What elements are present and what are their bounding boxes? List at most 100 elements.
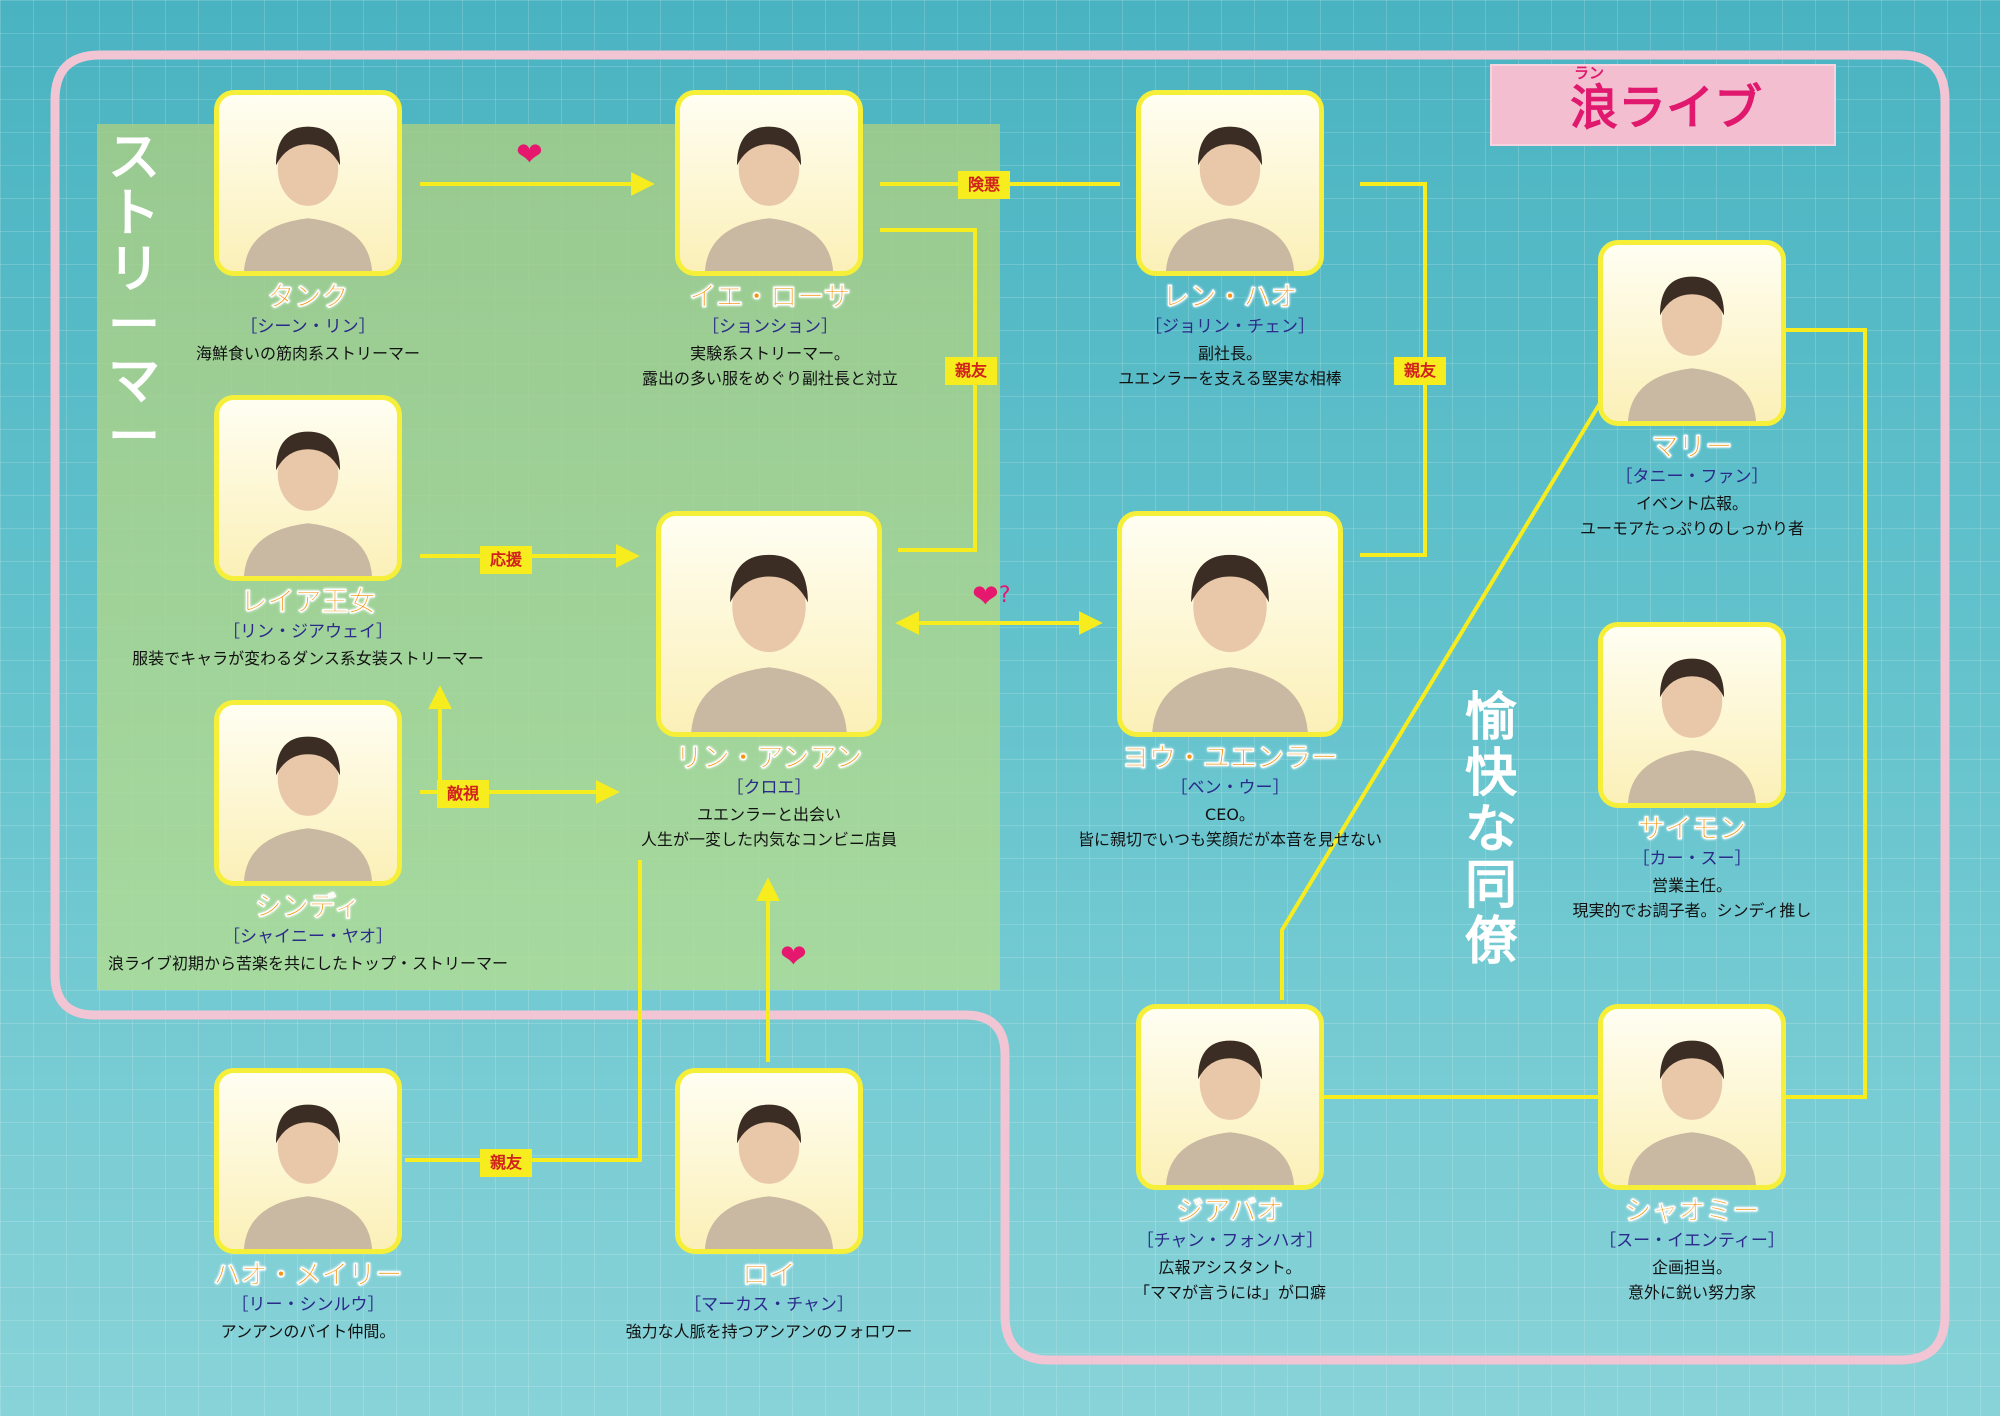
- character-name: タンク: [267, 282, 349, 314]
- photo-leia: [214, 395, 402, 581]
- photo-haomeili: [214, 1068, 402, 1254]
- relation-tekishi: 敵視: [437, 780, 490, 808]
- photo-mary: [1598, 240, 1786, 426]
- character-description: CEO。: [1205, 805, 1255, 824]
- character-description: 服装でキャラが変わるダンス系女装ストリーマー: [132, 649, 484, 668]
- portrait-silhouette: [1627, 276, 1757, 421]
- photo-renhao: [1136, 90, 1324, 276]
- character-description: 海鮮食いの筋肉系ストリーマー: [195, 344, 421, 363]
- actor-name: ［タニー・ファン］: [1615, 467, 1769, 487]
- photo-jiabao: [1136, 1004, 1324, 1190]
- portrait-silhouette: [1165, 126, 1295, 271]
- company-frame: [50, 50, 1950, 1365]
- character-name: ハオ・メイリー: [213, 1260, 403, 1292]
- character-description: ユーモアたっぷりのしっかり者: [1579, 519, 1805, 538]
- portrait-silhouette: [243, 126, 373, 271]
- character-yerosa: イエ・ローサ ［ションション］ 実験系ストリーマー。露出の多い服をめぐり副社長と対立: [642, 282, 898, 391]
- character-name: シャオミー: [1624, 1196, 1760, 1228]
- character-name: ジアバオ: [1176, 1196, 1284, 1228]
- character-description: 浪ライブ初期から苦楽を共にしたトップ・ストリーマー: [107, 954, 509, 973]
- character-cindy: シンディ ［シャイニー・ヤオ］ 浪ライブ初期から苦楽を共にしたトップ・ストリーマー: [108, 892, 508, 976]
- character-name: ヨウ・ユエンラー: [1121, 743, 1339, 775]
- character-description: 皆に親切でいつも笑顔だが本音を見せない: [1077, 830, 1383, 849]
- actor-name: ［チャン・フォンハオ］: [1136, 1231, 1324, 1251]
- group-title-char: な: [1464, 800, 1517, 860]
- portrait-silhouette: [243, 1104, 373, 1249]
- character-description: 「ママが言うには」が口癖: [1133, 1283, 1327, 1302]
- relation-ouen: 応援: [480, 546, 533, 574]
- actor-name: ［ションション］: [701, 317, 838, 337]
- group-title-char: 快: [1464, 744, 1517, 804]
- character-description: 企画担当。: [1651, 1258, 1732, 1277]
- portrait-silhouette: [1152, 554, 1308, 732]
- character-description: ユエンラーを支える堅実な相棒: [1118, 369, 1342, 388]
- character-description: イベント広報。: [1635, 494, 1749, 513]
- colleagues-group-title: 愉快な同僚: [1462, 690, 1520, 970]
- character-description: 広報アシスタント。: [1158, 1258, 1302, 1277]
- photo-cindy: [214, 700, 402, 886]
- photo-simon: [1598, 622, 1786, 808]
- group-title-char: ス: [107, 128, 160, 188]
- character-name: レン・ハオ: [1162, 282, 1298, 314]
- actor-name: ［マーカス・チャン］: [684, 1295, 854, 1315]
- character-haomeili: ハオ・メイリー ［リー・シンルウ］ アンアンのバイト仲間。: [213, 1260, 403, 1344]
- portrait-silhouette: [1627, 1040, 1757, 1185]
- photo-tank: [214, 90, 402, 276]
- character-description: アンアンのバイト仲間。: [220, 1322, 396, 1341]
- group-title-char: 愉: [1464, 688, 1517, 748]
- character-description: 副社長。: [1197, 344, 1262, 363]
- group-title-char: ー: [107, 408, 160, 468]
- photo-xiaomi: [1598, 1004, 1786, 1190]
- character-description: 実験系ストリーマー。: [690, 344, 850, 363]
- character-simon: サイモン［カー・スー］営業主任。現実的でお調子者。シンディ推し: [1573, 814, 1812, 923]
- company-name: 浪ライブ: [1570, 80, 1763, 136]
- character-description: 露出の多い服をめぐり副社長と対立: [641, 369, 899, 388]
- company-ruby: ラン: [1574, 64, 1605, 82]
- heart-icon: ❤: [516, 135, 543, 173]
- character-renhao: レン・ハオ ［ジョリン・チェン］ 副社長。ユエンラーを支える堅実な相棒: [1118, 282, 1342, 391]
- portrait-silhouette: [704, 126, 834, 271]
- actor-name: ［リン・ジアウェイ］: [223, 622, 393, 642]
- character-description: 人生が一変した内気なコンビニ店員: [640, 830, 898, 849]
- character-linanan: リン・アンアン ［クロエ］ ユエンラーと出会い人生が一変した内気なコンビニ店員: [641, 743, 897, 852]
- character-description: 意外に鋭い努力家: [1627, 1283, 1756, 1302]
- photo-linanan: [656, 511, 882, 737]
- character-yuyuenle: ヨウ・ユエンラー ［ベン・ウー］ CEO。皆に親切でいつも笑顔だが本音を見せない: [1078, 743, 1382, 852]
- character-description: 現実的でお調子者。シンディ推し: [1572, 901, 1812, 920]
- heart-question-icon: ❤?: [972, 577, 1011, 615]
- actor-name: ［シャイニー・ヤオ］: [222, 927, 393, 947]
- portrait-silhouette: [243, 736, 373, 881]
- character-name: イエ・ローサ: [689, 282, 851, 314]
- portrait-silhouette: [691, 554, 847, 732]
- photo-yuyuenle: [1117, 511, 1343, 737]
- character-name: ロイ: [741, 1260, 796, 1292]
- portrait-silhouette: [1165, 1040, 1295, 1185]
- group-title-char: ト: [107, 184, 160, 244]
- character-name: リン・アンアン: [675, 743, 863, 775]
- actor-name: ［クロエ］: [726, 778, 812, 798]
- character-description: ユエンラーと出会い: [696, 805, 842, 824]
- character-mary: マリー ［タニー・ファン］ イベント広報。ユーモアたっぷりのしっかり者: [1580, 432, 1804, 541]
- actor-name: ［スー・イエンティー］: [1599, 1231, 1785, 1251]
- relation-shinyu-haomeili: 親友: [480, 1149, 533, 1177]
- group-title-char: 僚: [1464, 912, 1517, 972]
- character-leia: レイア王女 ［リン・ジアウェイ］ 服装でキャラが変わるダンス系女装ストリーマー: [132, 587, 484, 671]
- group-title-char: リ: [107, 240, 160, 300]
- character-description: 営業主任。: [1651, 876, 1733, 895]
- character-description: 強力な人脈を持つアンアンのフォロワー: [625, 1322, 913, 1341]
- relation-kenaku: 険悪: [958, 171, 1011, 199]
- actor-name: ［リー・シンルウ］: [231, 1295, 385, 1315]
- character-name: サイモン: [1637, 814, 1746, 846]
- group-title-char: 同: [1464, 856, 1517, 916]
- character-name: レイア王女: [240, 587, 376, 619]
- streamer-group-title: ストリーマー: [105, 130, 163, 466]
- actor-name: ［ベン・ウー］: [1170, 778, 1290, 798]
- character-name: マリー: [1651, 432, 1733, 464]
- character-name: シンディ: [254, 892, 362, 924]
- photo-roy: [675, 1068, 863, 1254]
- character-xiaomi: シャオミー ［スー・イエンティー］ 企画担当。意外に鋭い努力家: [1599, 1196, 1785, 1305]
- relation-shinyu-yerosa: 親友: [945, 357, 998, 385]
- photo-yerosa: [675, 90, 863, 276]
- actor-name: ［ジョリン・チェン］: [1145, 317, 1315, 337]
- character-roy: ロイ ［マーカス・チャン］ 強力な人脈を持つアンアンのフォロワー: [626, 1260, 913, 1344]
